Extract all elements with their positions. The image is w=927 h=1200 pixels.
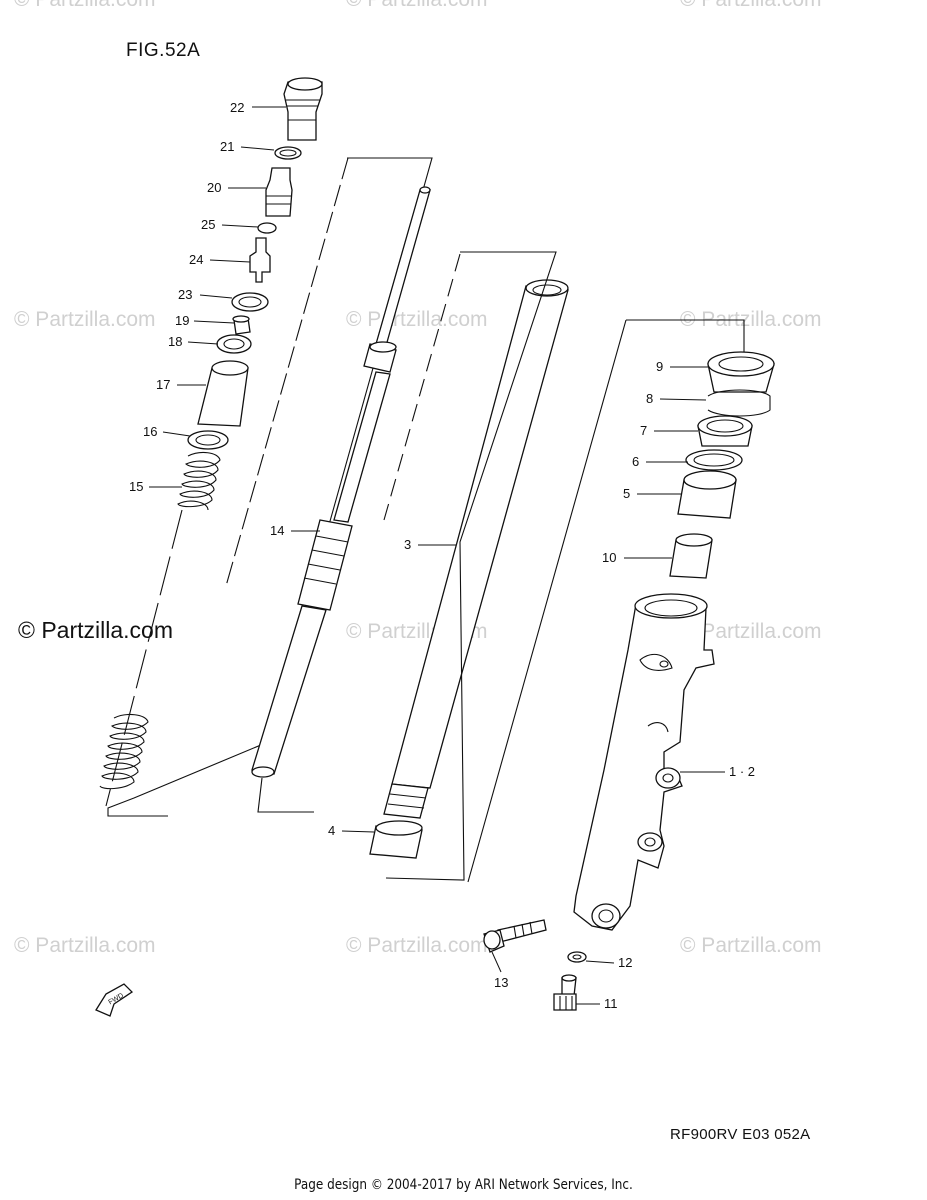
callout-label: 17 bbox=[156, 377, 170, 392]
model-code: RF900RV E03 052A bbox=[670, 1126, 811, 1143]
outline-panel bbox=[257, 777, 314, 813]
part-8-stopper-ring bbox=[707, 389, 771, 417]
callout-label: 3 bbox=[404, 537, 411, 552]
figure-title: FIG.52A bbox=[126, 40, 201, 61]
callout-label: 20 bbox=[207, 180, 221, 195]
callout-label: 9 bbox=[656, 359, 663, 374]
leader-line bbox=[585, 960, 615, 964]
callout-label: 19 bbox=[175, 313, 189, 328]
callout-label: 5 bbox=[623, 486, 630, 501]
leader-line bbox=[193, 320, 235, 324]
part-9-dust-seal bbox=[707, 351, 775, 393]
part-12-washer bbox=[567, 951, 587, 963]
outline-panel bbox=[107, 157, 433, 817]
part-13-axle-bolt bbox=[483, 919, 547, 953]
callout-label: 11 bbox=[604, 996, 618, 1011]
callout-label: 14 bbox=[270, 523, 284, 538]
leader-line bbox=[341, 830, 375, 833]
callout-label: 1 · 2 bbox=[729, 764, 755, 779]
leader-line bbox=[491, 951, 502, 973]
outline-panel bbox=[105, 509, 183, 807]
part-10-bushing bbox=[669, 533, 713, 579]
part-7-oil-seal bbox=[697, 415, 753, 447]
leader-line bbox=[187, 341, 219, 345]
part-1-2-outer-tube bbox=[573, 593, 715, 931]
callout-label: 13 bbox=[494, 975, 508, 990]
outline-panel bbox=[467, 319, 627, 883]
part-3-inner-tube bbox=[383, 279, 569, 819]
callout-label: 12 bbox=[618, 955, 632, 970]
callout-label: 4 bbox=[328, 823, 335, 838]
watermark-text: © Partzilla.com bbox=[680, 308, 822, 331]
watermark-text: © Partzilla.com bbox=[14, 0, 156, 11]
outline-panel bbox=[385, 251, 557, 881]
watermark-text: © Partzilla.com bbox=[680, 934, 822, 957]
part-24-rod bbox=[249, 237, 271, 283]
part-4-bushing bbox=[369, 820, 423, 859]
callout-label: 22 bbox=[230, 100, 244, 115]
leader-line bbox=[199, 294, 233, 299]
part-14-damper-rod bbox=[251, 186, 431, 778]
part-22-cap-bolt bbox=[283, 77, 323, 141]
page-footer: Page design © 2004-2017 by ARI Network S… bbox=[294, 1177, 633, 1193]
part-18-seat bbox=[216, 334, 252, 354]
callout-label: 6 bbox=[632, 454, 639, 469]
part-25-ring bbox=[257, 222, 277, 234]
leader-line bbox=[162, 431, 191, 437]
callout-label: 25 bbox=[201, 217, 215, 232]
outline-panel bbox=[225, 157, 349, 587]
callout-label: 16 bbox=[143, 424, 157, 439]
part-21-o-ring bbox=[274, 146, 302, 160]
outline-panel bbox=[626, 319, 745, 352]
callout-label: 7 bbox=[640, 423, 647, 438]
part-15-spring-top bbox=[177, 451, 221, 511]
part-19-collar bbox=[232, 315, 251, 335]
callout-label: 21 bbox=[220, 139, 234, 154]
watermark-text: © Partzilla.com bbox=[346, 308, 488, 331]
leader-line bbox=[209, 259, 251, 263]
part-15-spring-bottom bbox=[99, 713, 149, 790]
callout-label: 23 bbox=[178, 287, 192, 302]
watermark-text: © Partzilla.com bbox=[680, 0, 822, 11]
watermark-text: © Partzilla.com bbox=[680, 620, 822, 643]
part-11-bolt bbox=[553, 974, 577, 1011]
outline-panel bbox=[383, 253, 461, 521]
part-17-spacer bbox=[197, 360, 249, 427]
part-23-washer bbox=[231, 292, 269, 312]
callout-labels: 22 21 20 25 24 23 19 18 17 16 15 14 3 9 … bbox=[129, 100, 755, 1011]
leader-line bbox=[240, 146, 275, 151]
watermark-text: © Partzilla.com bbox=[346, 0, 488, 11]
watermark-text: © Partzilla.com bbox=[346, 934, 488, 957]
leader-line bbox=[221, 224, 259, 228]
leader-line bbox=[659, 398, 707, 401]
callout-label: 8 bbox=[646, 391, 653, 406]
callout-label: 10 bbox=[602, 550, 616, 565]
callout-label: 24 bbox=[189, 252, 203, 267]
fwd-arrow-icon: FWD bbox=[95, 983, 134, 1017]
part-5-bushing bbox=[677, 470, 737, 519]
callout-label: 18 bbox=[168, 334, 182, 349]
watermark-text: © Partzilla.com bbox=[14, 934, 156, 957]
part-6-washer bbox=[685, 449, 743, 471]
part-20-adjuster bbox=[265, 167, 293, 217]
watermark-text: © Partzilla.com bbox=[14, 308, 156, 331]
watermark-main: © Partzilla.com bbox=[18, 617, 173, 643]
part-16-washer bbox=[187, 430, 229, 450]
callout-label: 15 bbox=[129, 479, 143, 494]
